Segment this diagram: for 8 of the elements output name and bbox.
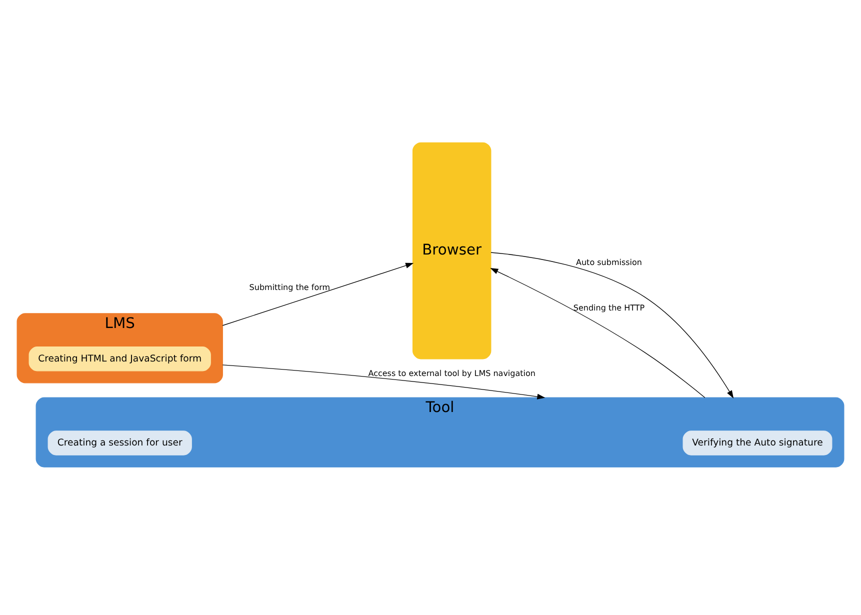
node-box: Browser [412, 142, 492, 360]
arrow [222, 364, 546, 400]
arrow [490, 268, 706, 398]
node-box: Verifying the Auto signature [682, 430, 832, 456]
node-box: Creating a session for user [48, 430, 192, 456]
arrow [222, 262, 414, 326]
arrow [490, 252, 734, 398]
node-box: Creating HTML and JavaScript form [28, 346, 211, 372]
